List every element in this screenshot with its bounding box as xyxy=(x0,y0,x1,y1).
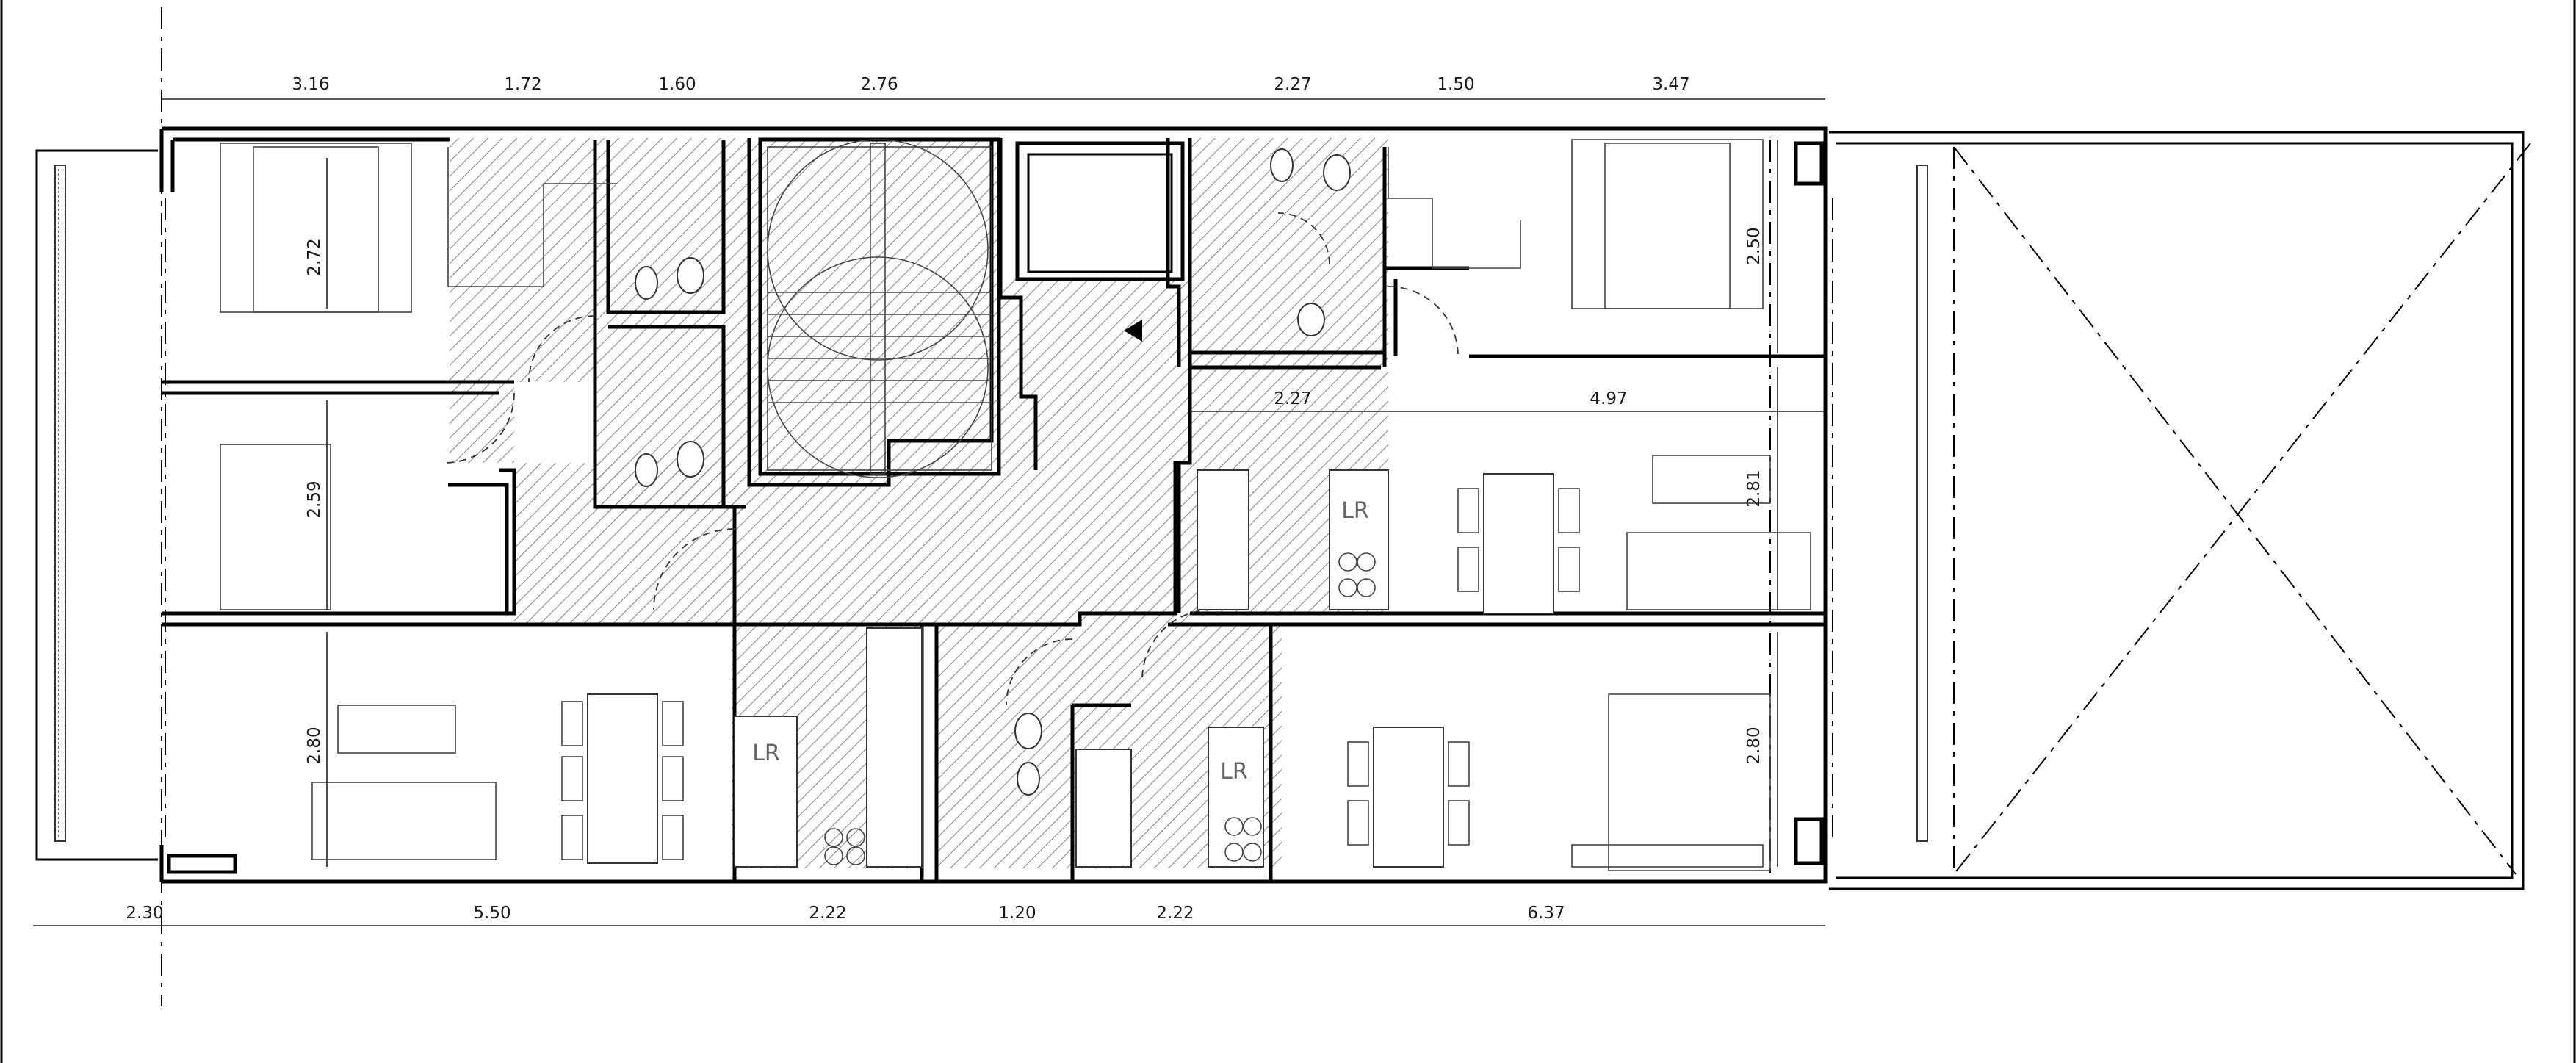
kitchen-counters xyxy=(734,469,1389,868)
dim-top-1: 3.16 xyxy=(292,75,329,94)
label-lr-kitchen-2: LR xyxy=(1220,759,1248,785)
dim-top-6: 1.50 xyxy=(1437,75,1474,94)
dim-top-3: 1.60 xyxy=(658,75,696,94)
dim-bottom-1: 2.30 xyxy=(126,904,163,923)
dining-sets xyxy=(561,473,1580,868)
beds xyxy=(220,139,1771,871)
door-swings xyxy=(444,212,1459,706)
dim-bottom-5: 2.22 xyxy=(1156,904,1194,923)
room-labels: LR LR LR xyxy=(752,498,1369,785)
sofas xyxy=(311,455,1811,860)
dim-interior-living-left: 2.80 xyxy=(305,727,324,764)
dim-bottom-4: 1.20 xyxy=(998,904,1036,923)
dim-top-2: 1.72 xyxy=(504,75,541,94)
staircase xyxy=(758,137,1142,478)
dimension-labels: 3.16 1.72 1.60 2.76 2.27 1.50 3.47 2.30 … xyxy=(126,75,1764,923)
dim-top-4: 2.76 xyxy=(860,75,898,94)
dim-interior-bedroom-4: 2.80 xyxy=(1745,727,1764,764)
dim-interior-hall-width: 2.27 xyxy=(1274,389,1311,408)
dim-interior-living-right: 2.81 xyxy=(1745,469,1764,507)
entrance-arrow-icon xyxy=(1124,320,1142,342)
left-balcony xyxy=(35,149,158,861)
dim-bottom-6: 6.37 xyxy=(1527,904,1565,923)
label-lr-kitchen-1: LR xyxy=(752,741,780,766)
dim-top-5: 2.27 xyxy=(1274,75,1311,94)
dim-interior-bedroom-2: 2.59 xyxy=(305,480,324,518)
exterior-walls xyxy=(159,126,1828,884)
dim-bottom-3: 2.22 xyxy=(809,904,846,923)
dim-bottom-2: 5.50 xyxy=(473,904,510,923)
dim-interior-bedroom-3: 2.50 xyxy=(1745,227,1764,264)
right-terrace xyxy=(167,131,2531,890)
dim-top-7: 3.47 xyxy=(1652,75,1689,94)
elevator-shaft xyxy=(1015,141,1185,281)
glazing-lines xyxy=(165,198,1833,837)
dim-interior-bedroom-1: 2.72 xyxy=(305,238,324,275)
dim-interior-living-width: 4.97 xyxy=(1590,389,1627,408)
bathroom-fixtures xyxy=(635,148,1351,796)
label-lr-kitchen-3: LR xyxy=(1341,498,1369,524)
dimension-lines xyxy=(33,98,1825,926)
